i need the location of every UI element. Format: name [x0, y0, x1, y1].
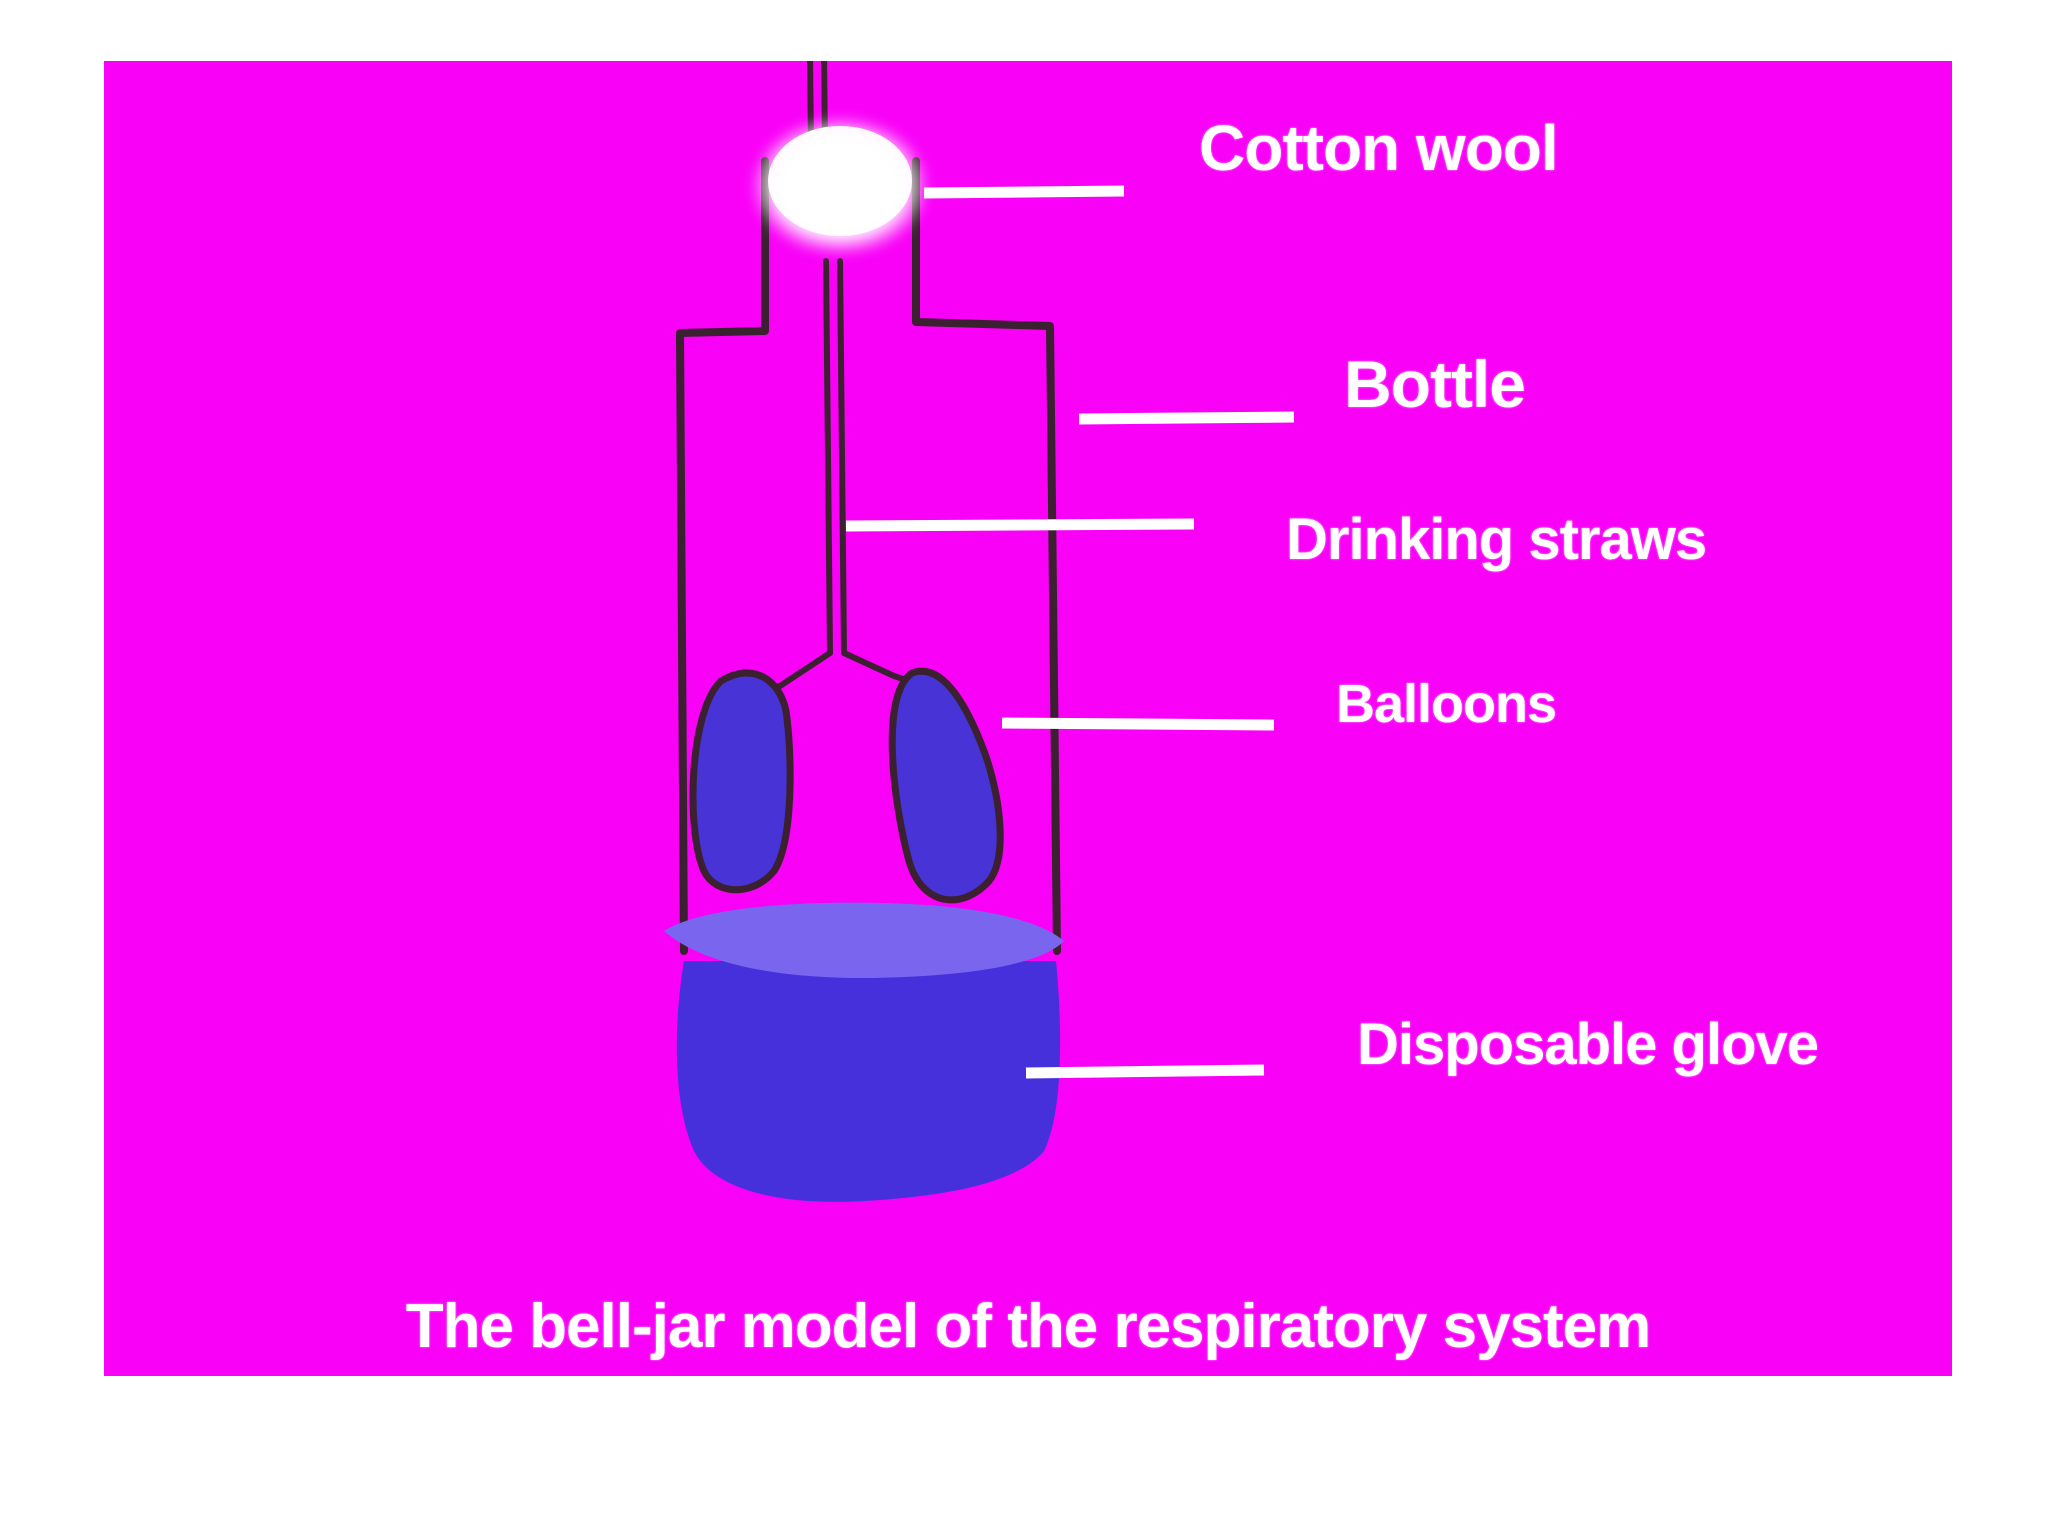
bottle-outline [676, 157, 1061, 955]
bell-jar-diagram [104, 61, 1952, 1376]
label-cotton-wool: Cotton wool [1199, 112, 1559, 184]
glove-top [664, 902, 1064, 979]
leader-drinking-straws [845, 518, 1195, 532]
leader-balloons [1001, 717, 1275, 731]
diagram-caption: The bell-jar model of the respiratory sy… [405, 1292, 1652, 1361]
leader-disposable-glove [1025, 1064, 1265, 1079]
label-bottle: Bottle [1344, 347, 1526, 421]
straw-stem-left [823, 258, 833, 656]
disposable-glove [664, 902, 1064, 1202]
leader-lines [845, 185, 1295, 1079]
diagram-panel: Cotton wool Bottle Drinking straws Ballo… [104, 61, 1952, 1376]
glove-body [676, 961, 1061, 1202]
balloon-right [888, 667, 1004, 904]
leader-cotton-wool [923, 185, 1125, 199]
label-drinking-straws: Drinking straws [1286, 507, 1707, 572]
straw-stem-right [837, 258, 847, 656]
drinking-straws [741, 61, 912, 694]
leader-bottle [1078, 411, 1295, 425]
label-balloons: Balloons [1336, 674, 1557, 734]
label-disposable-glove: Disposable glove [1357, 1012, 1819, 1077]
balloon-left [689, 669, 794, 894]
cotton-wool [750, 116, 930, 256]
